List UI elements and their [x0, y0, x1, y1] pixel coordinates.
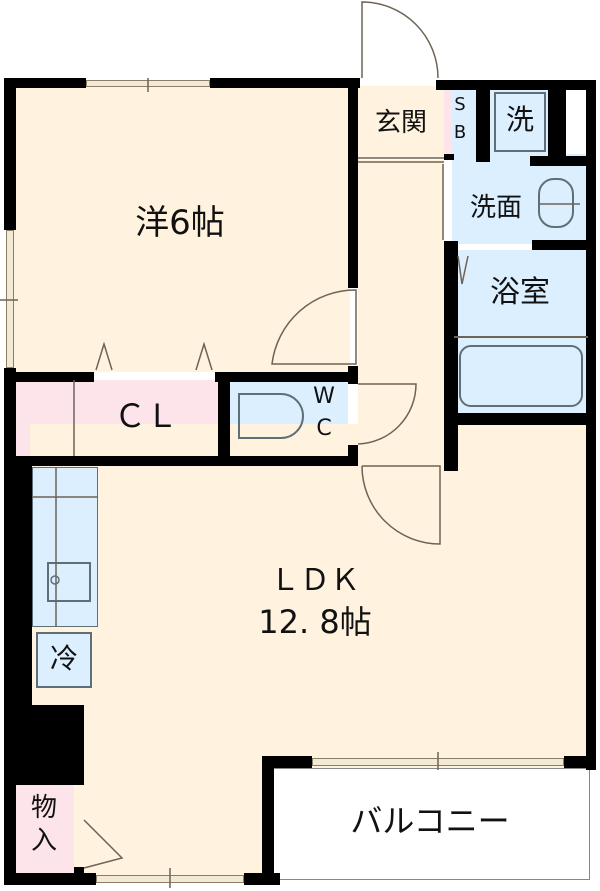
- wall: [586, 80, 596, 760]
- wall: [262, 756, 312, 768]
- wall: [532, 240, 592, 250]
- wall: [210, 78, 360, 88]
- window: [6, 230, 14, 368]
- toilet-bowl: [238, 393, 304, 439]
- wall: [586, 756, 596, 770]
- western-room-label: 洋6帖: [135, 203, 225, 243]
- wall: [4, 456, 358, 466]
- fridge-box: [36, 632, 92, 688]
- storage-label-bottom: 入: [30, 826, 57, 856]
- wall: [548, 82, 566, 164]
- bathroom-label: 浴室: [490, 275, 550, 310]
- wall: [4, 78, 16, 230]
- storage-closet: [14, 785, 74, 878]
- entrance-label: 玄関: [374, 108, 427, 138]
- wall: [444, 241, 458, 471]
- window: [312, 758, 564, 766]
- entrance-area: [358, 86, 444, 158]
- toilet-label-c: C: [316, 416, 332, 441]
- wall: [4, 78, 86, 88]
- wall: [436, 80, 596, 90]
- ldk-upper-left: [30, 464, 460, 484]
- wall: [218, 372, 230, 466]
- washer-label: 洗: [505, 103, 534, 136]
- wall: [215, 372, 358, 382]
- wall: [530, 156, 588, 166]
- shaft: [566, 90, 588, 154]
- window: [86, 80, 210, 87]
- window: [96, 875, 244, 883]
- toilet-label-w: W: [313, 384, 335, 409]
- bath-divider: [454, 336, 588, 338]
- wall: [444, 154, 454, 160]
- wall: [4, 372, 94, 382]
- kitchen-sink: [47, 562, 91, 602]
- washroom-label: 洗面: [469, 193, 522, 223]
- wall: [74, 867, 84, 877]
- sink-basin: [538, 178, 574, 228]
- fridge-label: 冷: [49, 642, 78, 675]
- wall: [348, 78, 358, 288]
- washer-pan: [494, 92, 546, 152]
- kitchen-counter: [32, 467, 98, 627]
- bathtub: [459, 345, 583, 407]
- wall: [4, 466, 32, 706]
- wall: [348, 445, 358, 465]
- storage-label-top: 物: [30, 793, 57, 823]
- balcony: [272, 768, 590, 880]
- balcony-label: バルコニー: [350, 802, 510, 840]
- wall: [262, 758, 274, 883]
- closet-label: ＣＬ: [113, 397, 178, 435]
- wall: [476, 82, 490, 162]
- wall: [444, 413, 594, 425]
- shoe-box-label-s: S: [454, 94, 466, 115]
- ldk-label: ＬＤＫ: [270, 563, 360, 598]
- ldk-size-label: 12. 8帖: [258, 603, 372, 641]
- hallway: [358, 160, 444, 460]
- shoe-box-label-b: B: [453, 122, 467, 143]
- bathroom: [454, 250, 588, 416]
- wall: [348, 366, 358, 384]
- wall: [4, 873, 96, 885]
- wall: [4, 705, 84, 785]
